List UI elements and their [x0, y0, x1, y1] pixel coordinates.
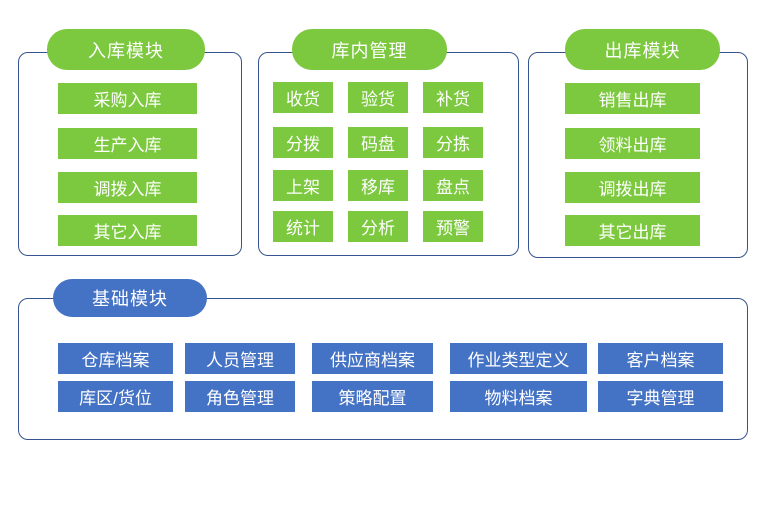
item-other-inbound: 其它入库	[58, 215, 197, 246]
item-putaway: 上架	[273, 170, 333, 201]
item-sales-outbound: 销售出库	[565, 83, 700, 114]
item-zone-location: 库区/货位	[58, 381, 173, 412]
item-distribution: 分拨	[273, 127, 333, 158]
base-module-header: 基础模块	[53, 279, 207, 317]
item-sorting: 分拣	[423, 127, 483, 158]
item-transfer-inbound: 调拨入库	[58, 172, 197, 203]
outbound-module-header: 出库模块	[565, 29, 720, 70]
item-purchase-inbound: 采购入库	[58, 83, 197, 114]
item-production-inbound: 生产入库	[58, 128, 197, 159]
item-warehouse-archive: 仓库档案	[58, 343, 173, 374]
item-analysis: 分析	[348, 211, 408, 242]
item-inspection: 验货	[348, 82, 408, 113]
item-operation-type-definition: 作业类型定义	[450, 343, 587, 374]
item-picking-outbound: 领料出库	[565, 128, 700, 159]
item-palletizing: 码盘	[348, 127, 408, 158]
item-relocation: 移库	[348, 170, 408, 201]
item-warning: 预警	[423, 211, 483, 242]
item-stocktaking: 盘点	[423, 170, 483, 201]
item-receiving: 收货	[273, 82, 333, 113]
item-statistics: 统计	[273, 211, 333, 242]
item-transfer-outbound: 调拨出库	[565, 172, 700, 203]
item-supplier-archive: 供应商档案	[312, 343, 433, 374]
item-strategy-config: 策略配置	[312, 381, 433, 412]
item-dictionary-management: 字典管理	[598, 381, 723, 412]
item-personnel-management: 人员管理	[185, 343, 295, 374]
item-replenishment: 补货	[423, 82, 483, 113]
item-other-outbound: 其它出库	[565, 215, 700, 246]
item-material-archive: 物料档案	[450, 381, 587, 412]
item-customer-archive: 客户档案	[598, 343, 723, 374]
inbound-module-header: 入库模块	[47, 29, 205, 70]
in-warehouse-module-header: 库内管理	[292, 29, 447, 70]
item-role-management: 角色管理	[185, 381, 295, 412]
